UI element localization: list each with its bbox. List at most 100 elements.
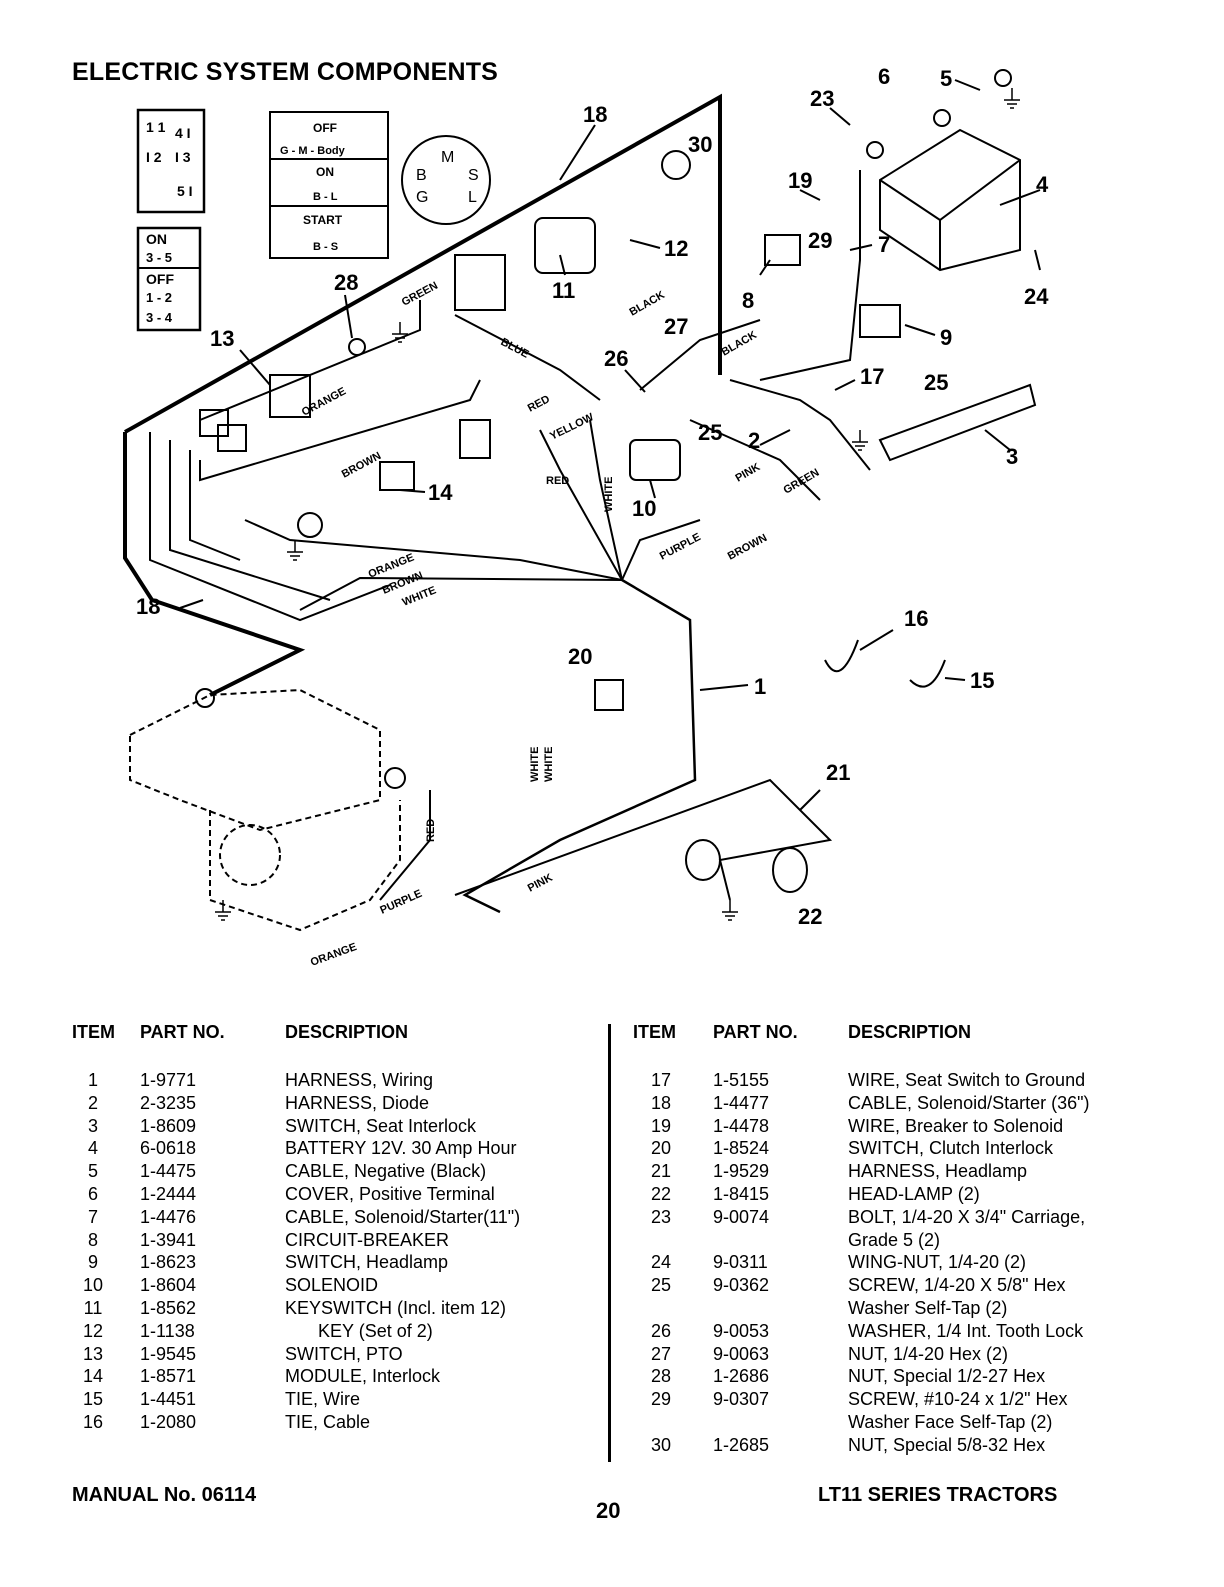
cell-desc: WASHER, 1/4 Int. Tooth Lock — [848, 1320, 1084, 1341]
wire-label: BLUE — [499, 336, 531, 361]
cell-item: 29 — [650, 1389, 672, 1410]
cell-part: 1-2444 — [140, 1184, 197, 1204]
wiring-diagram: 1 1 4 I I 2 I 3 5 I ON 3 - 5 OFF 1 - 2 3… — [123, 64, 1049, 969]
cell-part: 1-4475 — [140, 1161, 197, 1182]
headlamp-right — [772, 847, 808, 893]
column-header-desc: DESCRIPTION — [285, 1022, 409, 1042]
cell-desc: TIE, Cable — [285, 1412, 371, 1432]
cell-desc: SCREW, #10-24 x 1/2" Hex — [848, 1389, 1068, 1410]
callout-17: 17 — [860, 364, 884, 389]
callout-28: 28 — [334, 270, 358, 295]
cell-item: 8 — [87, 1229, 98, 1250]
keyswitch — [534, 217, 596, 274]
wire-label: WHITE — [603, 477, 615, 512]
cell-part: 1-5155 — [713, 1070, 770, 1090]
callout-25: 25 — [924, 370, 948, 395]
cell-desc: SWITCH, Headlamp — [285, 1252, 449, 1273]
callout-25: 25 — [698, 420, 722, 445]
wire-label: PURPLE — [658, 531, 703, 563]
cell-desc: CABLE, Negative (Black) — [285, 1161, 487, 1182]
cell-item: 24 — [650, 1252, 672, 1273]
cell-item: 3 — [87, 1115, 98, 1136]
cell-part: 9-0063 — [713, 1343, 770, 1364]
column-divider — [608, 1024, 611, 1462]
callout-18: 18 — [136, 594, 160, 619]
ground-icon — [1004, 88, 1020, 109]
cell-item: 6 — [87, 1184, 98, 1204]
wire-tie-15 — [909, 659, 946, 688]
cell-desc: Washer Face Self-Tap (2) — [848, 1412, 1053, 1432]
cell-desc: WING-NUT, 1/4-20 (2) — [848, 1252, 1027, 1273]
callout-4: 4 — [1036, 172, 1049, 197]
cell-part: 9-0362 — [713, 1275, 770, 1296]
cell-part: 1-8415 — [713, 1184, 770, 1204]
cell-part: 9-0074 — [713, 1206, 770, 1227]
callout-29: 29 — [808, 228, 832, 253]
cell-item: 21 — [650, 1161, 672, 1182]
callout-30: 30 — [688, 132, 712, 157]
callout-14: 14 — [428, 480, 453, 505]
callout-7: 7 — [878, 232, 890, 257]
wire-label: GREEN — [782, 467, 822, 497]
pto-state: 1 - 2 — [146, 290, 172, 305]
wire-label: PURPLE — [378, 888, 424, 917]
ground-icon — [287, 540, 303, 561]
cable-tie-16 — [824, 639, 859, 673]
interlock-module — [379, 461, 415, 491]
wire-label: RED — [425, 819, 437, 842]
callout-24: 24 — [1024, 284, 1049, 309]
cell-item: 28 — [650, 1366, 672, 1387]
page-title: ELECTRIC SYSTEM COMPONENTS — [72, 58, 499, 86]
wire-label: WHITE — [543, 747, 555, 782]
series-name: LT11 SERIES TRACTORS — [818, 1484, 1058, 1506]
key-terminal: B — [416, 167, 427, 184]
cell-part: 1-2686 — [713, 1366, 770, 1387]
cell-part: 1-9771 — [140, 1070, 197, 1090]
clutch-switch — [594, 679, 624, 711]
page-number: 20 — [596, 1498, 621, 1523]
cell-item: 5 — [87, 1161, 98, 1182]
cell-desc: WIRE, Breaker to Solenoid — [848, 1115, 1064, 1136]
cell-desc: BOLT, 1/4-20 X 3/4" Carriage, — [848, 1206, 1086, 1227]
wire-label: BLACK — [628, 289, 667, 319]
terminal-legend: I 3 — [175, 149, 191, 165]
key-terminal: M — [441, 149, 454, 166]
cell-part: 9-0307 — [713, 1389, 770, 1410]
key-terminal: L — [468, 189, 477, 206]
cell-part: 1-9545 — [140, 1343, 197, 1364]
wire-label: ORANGE — [309, 941, 358, 969]
headlamp-left — [685, 839, 721, 881]
seat-switch-plug — [297, 512, 323, 538]
callout-22: 22 — [798, 904, 822, 929]
wire-label: BLACK — [720, 329, 759, 359]
cell-desc: CABLE, Solenoid/Starter (36") — [848, 1092, 1090, 1113]
cell-desc: SCREW, 1/4-20 X 5/8" Hex — [848, 1275, 1066, 1296]
engine — [129, 688, 401, 932]
wire-label: RED — [546, 475, 569, 487]
cell-item: 13 — [82, 1343, 104, 1364]
battery — [879, 128, 1021, 272]
cell-desc: Grade 5 (2) — [848, 1229, 941, 1250]
column-header-item: ITEM — [633, 1022, 676, 1042]
cell-item: 20 — [650, 1138, 672, 1159]
key-state: ON — [316, 165, 334, 179]
wire-label: RED — [526, 393, 552, 415]
key-terminal-circle — [401, 135, 491, 225]
cell-item: 1 — [87, 1070, 98, 1090]
cell-item: 7 — [87, 1206, 98, 1227]
cell-item: 26 — [650, 1320, 672, 1341]
cell-item: 14 — [82, 1366, 104, 1387]
cell-desc: KEY (Set of 2) — [318, 1320, 433, 1341]
cell-part: 1-8571 — [140, 1366, 197, 1387]
callout-15: 15 — [970, 668, 994, 693]
callout-10: 10 — [632, 496, 656, 521]
cell-part: 9-0311 — [713, 1252, 768, 1273]
cell-item: 12 — [82, 1320, 104, 1341]
pto-state: 3 - 5 — [146, 250, 172, 265]
cell-desc: SWITCH, Clutch Interlock — [848, 1138, 1054, 1159]
callout-3: 3 — [1006, 444, 1018, 469]
cell-desc: SWITCH, Seat Interlock — [285, 1115, 477, 1136]
cell-part: 9-0053 — [713, 1320, 770, 1341]
wire-label: PINK — [734, 461, 763, 485]
terminal-legend: 5 I — [177, 183, 193, 199]
